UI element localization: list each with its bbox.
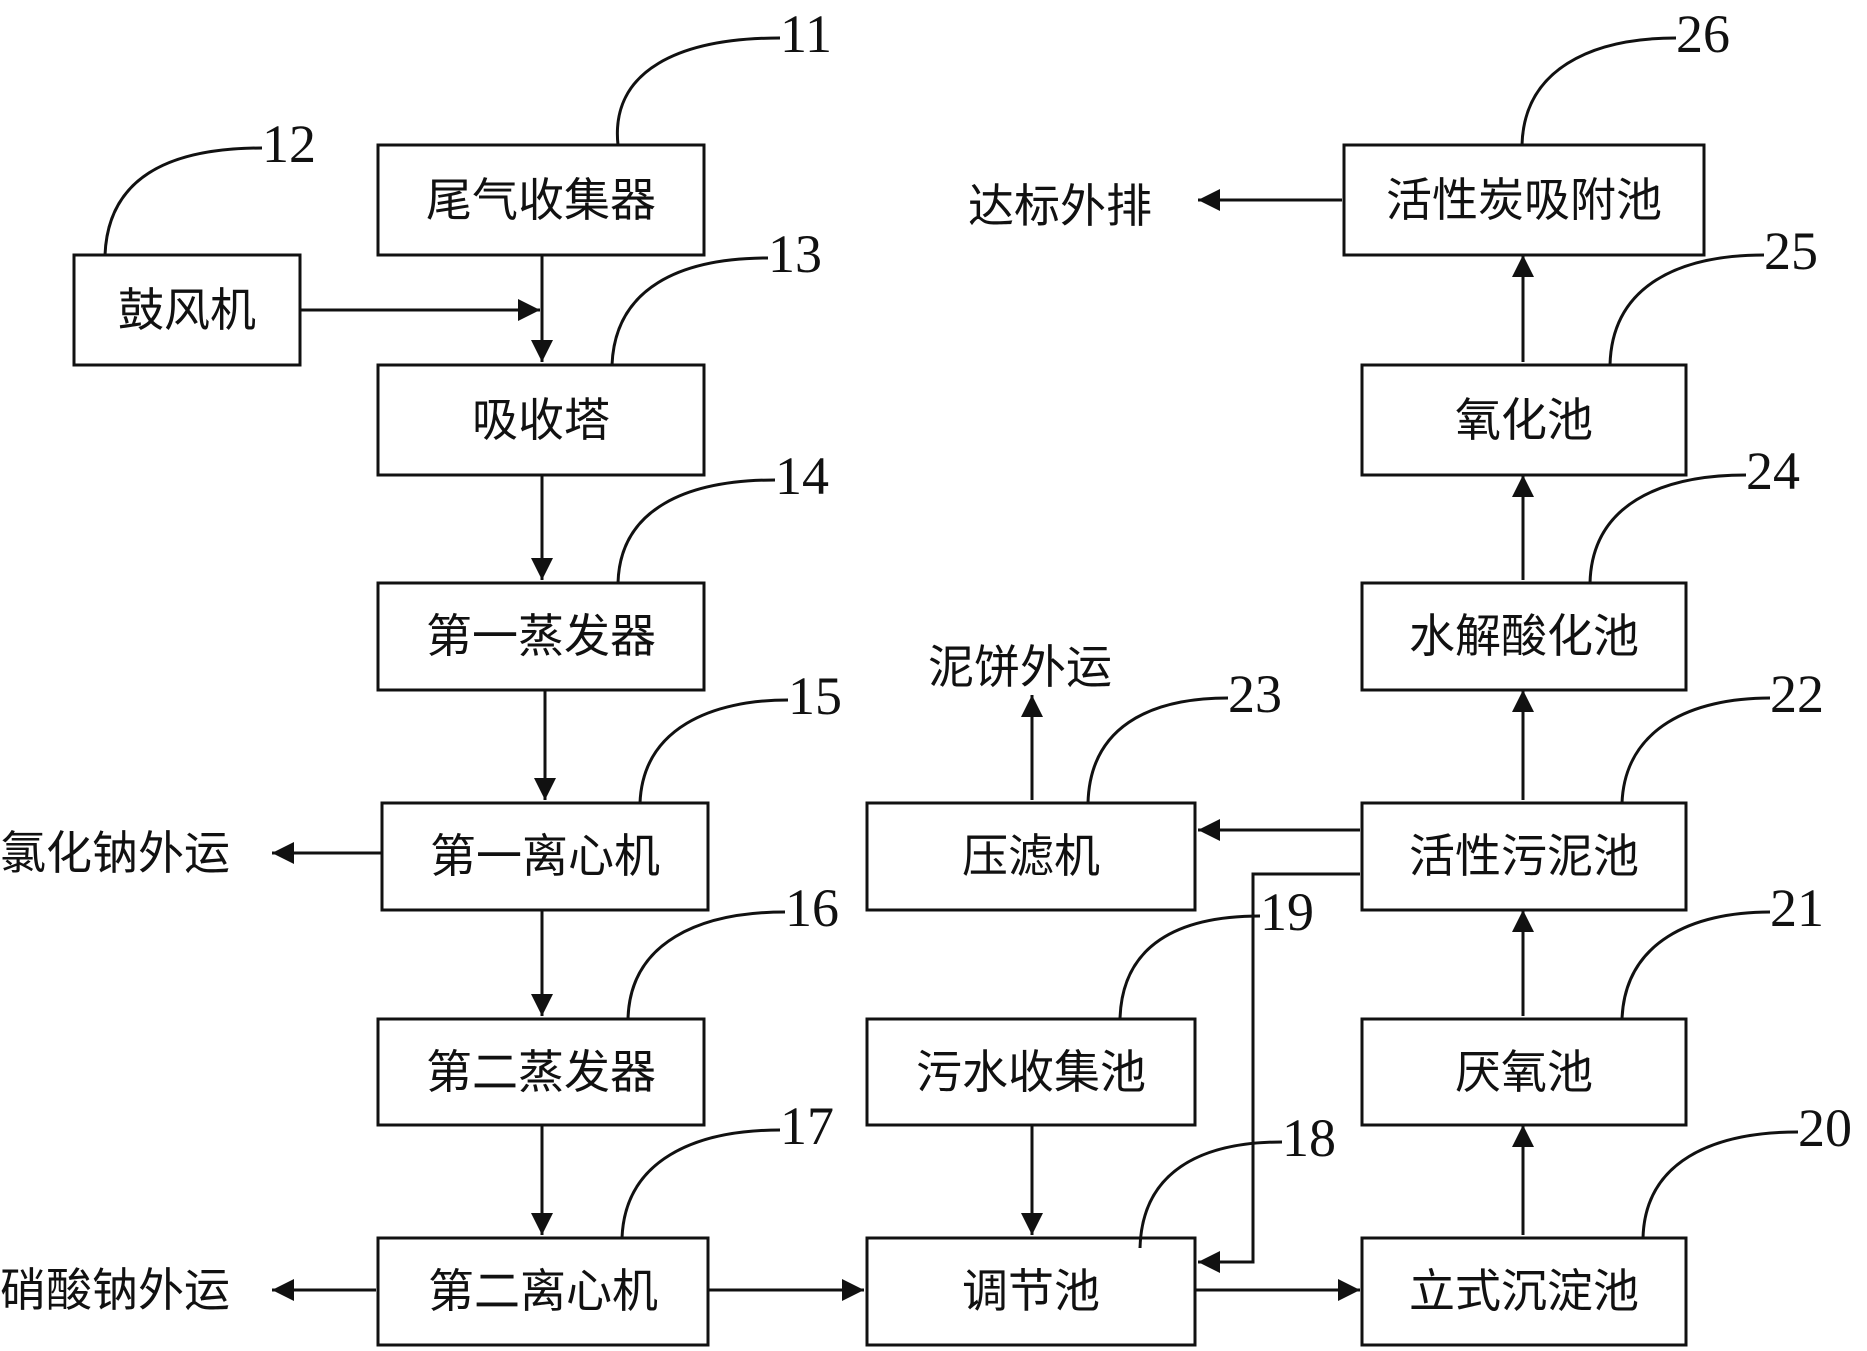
ref-numeral-24: 24 <box>1746 441 1800 501</box>
output-sodium-nitrate: 硝酸钠外运 <box>0 1263 230 1317</box>
node-label: 压滤机 <box>962 829 1100 883</box>
leaders <box>103 36 1799 1249</box>
node-label: 吸收塔 <box>472 393 610 447</box>
node-label: 立式沉淀池 <box>1409 1264 1639 1318</box>
node-label: 水解酸化池 <box>1409 609 1639 663</box>
leader-22 <box>1620 696 1771 804</box>
nodes: 尾气收集器 鼓风机 吸收塔 第一蒸发器 第一离心机 第二蒸发器 第二离心机 调 <box>72 143 1706 1347</box>
edges <box>272 189 1534 1301</box>
node-second-centrifuge: 第二离心机 <box>376 1236 710 1347</box>
ref-numeral-23: 23 <box>1228 664 1282 724</box>
leader-21 <box>1620 910 1771 1020</box>
ref-numeral-26: 26 <box>1676 4 1730 64</box>
ref-numeral-20: 20 <box>1798 1098 1852 1158</box>
ref-numeral-11: 11 <box>780 4 832 64</box>
outputs: 氯化钠外运 硝酸钠外运 泥饼外运 达标外排 <box>0 179 1152 1317</box>
node-label: 鼓风机 <box>118 283 256 337</box>
edge-sludge-return-to-regulating <box>1198 872 1360 1273</box>
node-label: 活性炭吸附池 <box>1386 173 1662 227</box>
ref-numeral-12: 12 <box>262 114 316 174</box>
node-label: 第二蒸发器 <box>426 1045 656 1099</box>
leader-20 <box>1641 1130 1799 1239</box>
ref-numeral-25: 25 <box>1764 221 1818 281</box>
leader-16 <box>626 910 786 1020</box>
leader-23 <box>1086 696 1229 804</box>
ref-numeral-14: 14 <box>775 446 829 506</box>
reference-numerals: 11 12 13 14 15 16 17 18 19 20 21 22 23 2… <box>262 4 1852 1168</box>
leader-12 <box>103 146 263 256</box>
leader-26 <box>1520 36 1677 146</box>
ref-numeral-22: 22 <box>1770 664 1824 724</box>
node-blower: 鼓风机 <box>72 253 302 367</box>
ref-numeral-18: 18 <box>1282 1108 1336 1168</box>
leader-25 <box>1608 253 1765 366</box>
node-regulating-tank: 调节池 <box>865 1236 1197 1347</box>
ref-numeral-17: 17 <box>780 1096 834 1156</box>
ref-numeral-13: 13 <box>768 224 822 284</box>
node-label: 第一蒸发器 <box>426 609 656 663</box>
node-oxidation-tank: 氧化池 <box>1360 363 1688 477</box>
leader-14 <box>616 478 776 584</box>
node-tail-gas-collector: 尾气收集器 <box>376 143 706 257</box>
leader-13 <box>610 256 769 366</box>
node-label: 污水收集池 <box>916 1045 1146 1099</box>
node-second-evaporator: 第二蒸发器 <box>376 1017 706 1127</box>
ref-numeral-19: 19 <box>1260 882 1314 942</box>
node-first-centrifuge: 第一离心机 <box>380 801 710 912</box>
output-discharge: 达标外排 <box>968 179 1152 233</box>
node-vertical-sedimentation-tank: 立式沉淀池 <box>1360 1236 1688 1347</box>
node-anaerobic-tank: 厌氧池 <box>1360 1017 1688 1127</box>
node-activated-sludge-tank: 活性污泥池 <box>1360 801 1688 912</box>
leader-24 <box>1588 473 1747 584</box>
leader-19 <box>1118 914 1261 1020</box>
node-label: 厌氧池 <box>1455 1045 1593 1099</box>
node-label: 第一离心机 <box>430 829 660 883</box>
node-label: 氧化池 <box>1455 393 1593 447</box>
ref-numeral-16: 16 <box>785 878 839 938</box>
node-first-evaporator: 第一蒸发器 <box>376 581 706 692</box>
leader-15 <box>638 698 789 804</box>
node-filter-press: 压滤机 <box>865 801 1197 912</box>
node-sewage-collection-tank: 污水收集池 <box>865 1017 1197 1127</box>
output-sodium-chloride: 氯化钠外运 <box>0 826 230 880</box>
node-absorption-tower: 吸收塔 <box>376 363 706 477</box>
node-hydrolysis-acidification-tank: 水解酸化池 <box>1360 581 1688 692</box>
node-label: 尾气收集器 <box>426 173 656 227</box>
output-filter-cake: 泥饼外运 <box>928 640 1112 694</box>
ref-numeral-15: 15 <box>788 666 842 726</box>
leader-18 <box>1138 1140 1283 1249</box>
node-activated-carbon-adsorption-tank: 活性炭吸附池 <box>1342 143 1706 257</box>
node-label: 调节池 <box>962 1264 1100 1318</box>
leader-11 <box>615 36 781 146</box>
ref-numeral-21: 21 <box>1770 878 1824 938</box>
node-label: 活性污泥池 <box>1409 829 1639 883</box>
leader-17 <box>620 1128 781 1239</box>
node-label: 第二离心机 <box>428 1264 658 1318</box>
